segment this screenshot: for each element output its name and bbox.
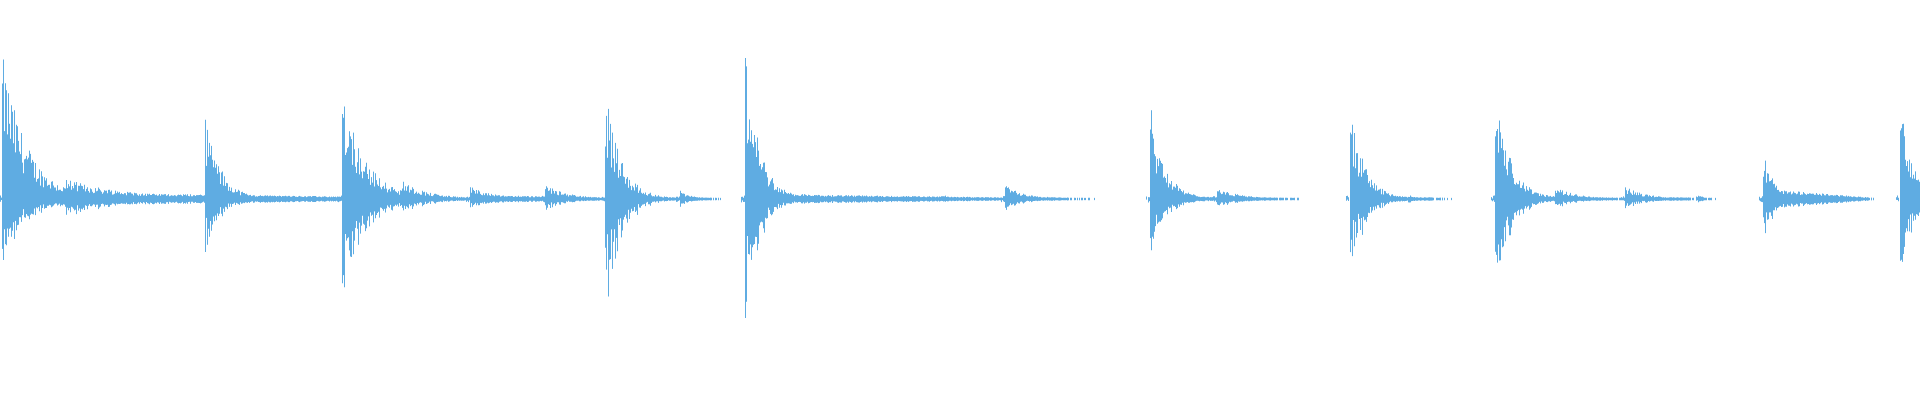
waveform-trace bbox=[0, 58, 1920, 318]
